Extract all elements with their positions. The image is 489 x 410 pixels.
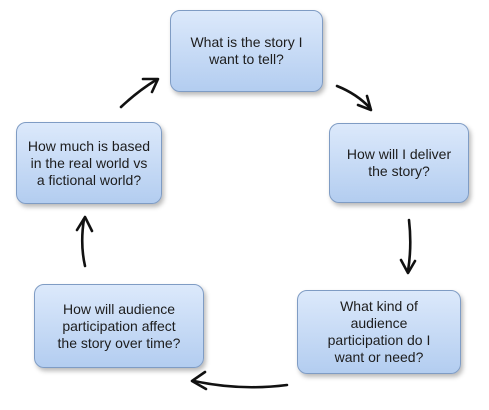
- node-audience-participation-label: What kind of audience participation do I…: [327, 298, 431, 365]
- node-what-story: What is the story I want to tell?: [170, 10, 323, 92]
- arrow-audience-effect-to-real-world: [75, 215, 94, 268]
- node-audience-participation: What kind of audience participation do I…: [297, 290, 461, 374]
- node-real-vs-fictional: How much is based in the real world vs a…: [16, 122, 162, 204]
- arrow-real-world-to-story: [119, 77, 160, 109]
- arrow-delivery-to-participation: [399, 218, 417, 275]
- node-participation-effect: How will audience participation affect t…: [34, 284, 204, 368]
- node-how-deliver: How will I deliver the story?: [329, 123, 469, 203]
- node-real-vs-fictional-label: How much is based in the real world vs a…: [27, 137, 151, 188]
- node-what-story-label: What is the story I want to tell?: [190, 34, 303, 67]
- node-how-deliver-label: How will I deliver the story?: [346, 146, 452, 179]
- arrow-participation-to-audience-effect: [190, 370, 289, 391]
- arrow-story-to-delivery: [335, 84, 373, 112]
- node-participation-effect-label: How will audience participation affect t…: [57, 300, 181, 351]
